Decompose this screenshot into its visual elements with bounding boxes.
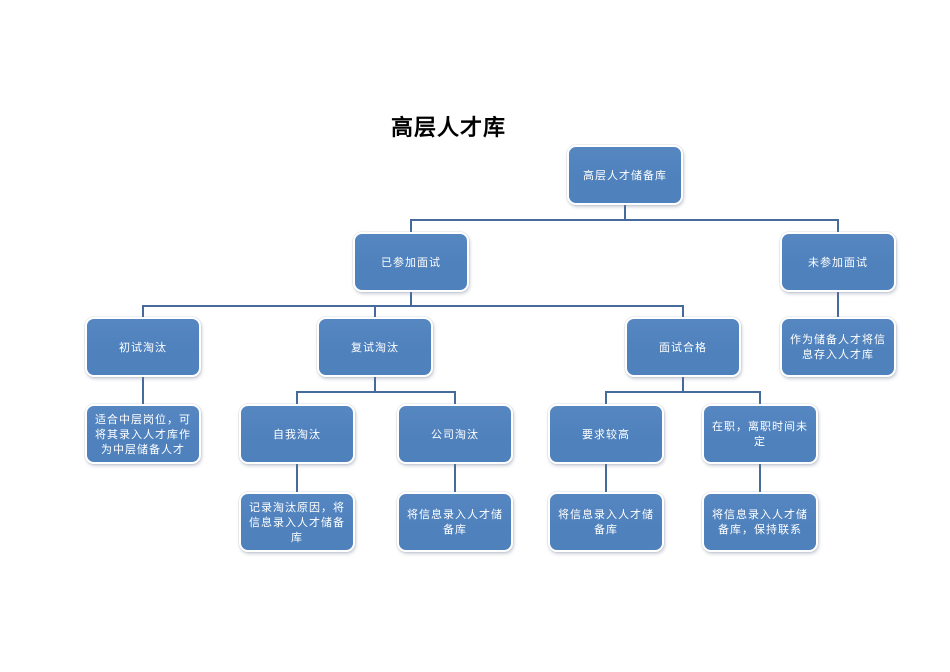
connector-segment-v xyxy=(837,292,839,317)
flow-node-store-info-demand: 将信息录入人才储备库 xyxy=(548,492,664,552)
flow-node-store-info-company: 将信息录入人才储备库 xyxy=(397,492,513,552)
flow-node-label: 面试合格 xyxy=(659,340,707,354)
flow-node-label: 自我淘汰 xyxy=(273,427,321,441)
connector-segment-h xyxy=(605,391,684,393)
connector-segment-h xyxy=(624,219,839,221)
flow-node-label: 记录淘汰原因，将信息录入人才储备库 xyxy=(249,500,345,544)
flow-node-interview-pass: 面试合格 xyxy=(625,317,741,377)
connector-segment-h xyxy=(374,305,412,307)
flow-node-label: 未参加面试 xyxy=(808,255,868,269)
flow-node-label: 复试淘汰 xyxy=(351,340,399,354)
flow-node-label: 将信息录入人才储备库，保持联系 xyxy=(712,508,808,536)
flow-node-store-info-contact: 将信息录入人才储备库，保持联系 xyxy=(702,492,818,552)
connector-segment-v xyxy=(142,377,144,404)
connector-segment-v xyxy=(759,464,761,492)
connector-segment-h xyxy=(682,391,761,393)
flow-node-label: 初试淘汰 xyxy=(119,340,167,354)
connector-segment-v xyxy=(605,464,607,492)
flow-node-company-out: 公司淘汰 xyxy=(397,404,513,464)
connector-segment-v xyxy=(296,393,298,404)
connector-segment-v xyxy=(296,464,298,492)
flow-node-label: 将信息录入人才储备库 xyxy=(407,508,503,536)
flow-node-mid-level-fit: 适合中层岗位，可将其录入人才库作为中层储备人才 xyxy=(85,404,201,464)
connector-segment-v xyxy=(410,221,412,232)
flow-node-label: 作为储备人才将信息存入人才库 xyxy=(790,333,886,361)
flow-node-record-reason: 记录淘汰原因，将信息录入人才储备库 xyxy=(239,492,355,552)
flow-node-self-out: 自我淘汰 xyxy=(239,404,355,464)
flow-node-first-round-out: 初试淘汰 xyxy=(85,317,201,377)
flow-node-label: 要求较高 xyxy=(582,427,630,441)
flow-node-label: 将信息录入人才储备库 xyxy=(558,508,654,536)
connector-segment-v xyxy=(454,393,456,404)
connector-segment-h xyxy=(142,305,412,307)
flow-node-not-interviewed: 未参加面试 xyxy=(780,232,896,292)
connector-segment-h xyxy=(410,305,684,307)
flow-node-high-demand: 要求较高 xyxy=(548,404,664,464)
flow-node-label: 公司淘汰 xyxy=(431,427,479,441)
flow-node-label: 适合中层岗位，可将其录入人才库作为中层储备人才 xyxy=(95,412,191,456)
flow-node-interviewed: 已参加面试 xyxy=(353,232,469,292)
connector-segment-v xyxy=(624,205,626,219)
flow-node-root: 高层人才储备库 xyxy=(567,145,683,205)
connector-segment-v xyxy=(374,377,376,391)
flow-node-employed-undecided: 在职，离职时间未定 xyxy=(702,404,818,464)
flow-node-reserve-store: 作为储备人才将信息存入人才库 xyxy=(780,317,896,377)
connector-segment-v xyxy=(605,393,607,404)
connector-segment-v xyxy=(682,307,684,317)
connector-segment-v xyxy=(837,221,839,232)
connector-segment-v xyxy=(410,292,412,305)
connector-segment-v xyxy=(682,377,684,391)
flow-node-second-round-out: 复试淘汰 xyxy=(317,317,433,377)
connector-segment-h xyxy=(296,391,376,393)
flow-node-label: 已参加面试 xyxy=(381,255,441,269)
flow-node-label: 在职，离职时间未定 xyxy=(712,420,808,448)
flow-node-label: 高层人才储备库 xyxy=(583,168,667,182)
connector-segment-v xyxy=(759,393,761,404)
diagram-title: 高层人才库 xyxy=(391,116,507,141)
connector-segment-h xyxy=(410,219,626,221)
connector-segment-v xyxy=(374,307,376,317)
connector-segment-v xyxy=(142,307,144,317)
connector-segment-h xyxy=(374,391,456,393)
connector-segment-v xyxy=(454,464,456,492)
